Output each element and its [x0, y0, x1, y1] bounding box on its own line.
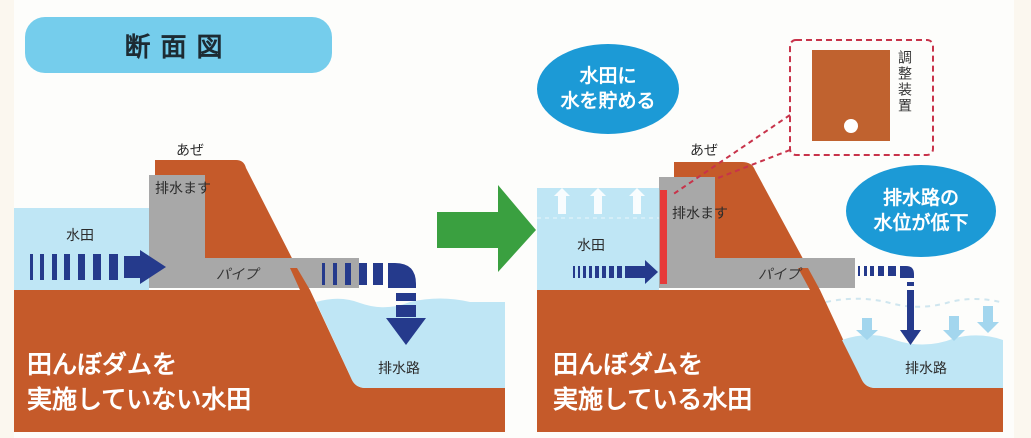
left-drain-box	[149, 175, 205, 268]
bubble-store-line2: 水を貯める	[560, 90, 656, 112]
bubble-store-line1: 水田に	[579, 65, 637, 87]
left-outflow-arrow	[322, 263, 426, 345]
left-flow-arrow	[30, 250, 166, 284]
arrow-right-icon	[437, 185, 536, 272]
callout-box	[789, 39, 934, 156]
right-drain-box	[659, 177, 715, 268]
right-ground-soil	[537, 290, 1003, 432]
bubble-store-water: 水田に水を貯める	[537, 44, 679, 134]
left-caption-line2: 実施していない水田	[27, 385, 252, 414]
right-drain-box-label: 排水ます	[672, 206, 728, 222]
left-ground-soil	[14, 290, 505, 432]
bubble-lower-line2: 水位が低下	[873, 212, 969, 234]
right-outflow-arrow	[858, 266, 921, 345]
right-pipe	[659, 258, 855, 288]
left-paddy-label: 水田	[66, 228, 94, 244]
bubble-lower-level: 排水路の水位が低下	[846, 165, 996, 257]
red-control-plate	[660, 190, 667, 284]
water-rise-arrows	[554, 188, 645, 214]
left-pipe-label: パイプ	[216, 267, 258, 283]
bubble-lower-line1: 排水路の	[882, 187, 959, 209]
right-caption-line2: 実施している水田	[553, 385, 753, 414]
right-ridge-label: あぜ	[690, 143, 718, 159]
right-paddy-label: 水田	[577, 238, 605, 254]
right-caption-line1: 田んぼダムを	[553, 350, 704, 379]
orifice-hole	[844, 119, 858, 133]
right-flow-arrow	[573, 260, 658, 284]
left-drain-box-label: 排水ます	[155, 181, 211, 197]
left-ridge-label: あぜ	[176, 143, 204, 159]
page-title: 断面図	[25, 17, 332, 73]
right-channel-water	[842, 335, 1003, 388]
right-pipe-label: パイプ	[758, 267, 800, 283]
callout-label: 調整装置	[896, 50, 912, 114]
water-fall-arrows	[856, 306, 999, 341]
left-caption-line1: 田んぼダムを	[27, 350, 178, 379]
left-channel-label: 排水路	[378, 361, 420, 377]
left-channel-water	[316, 298, 505, 388]
right-channel-label: 排水路	[905, 361, 947, 377]
left-slope-soil	[290, 268, 310, 290]
